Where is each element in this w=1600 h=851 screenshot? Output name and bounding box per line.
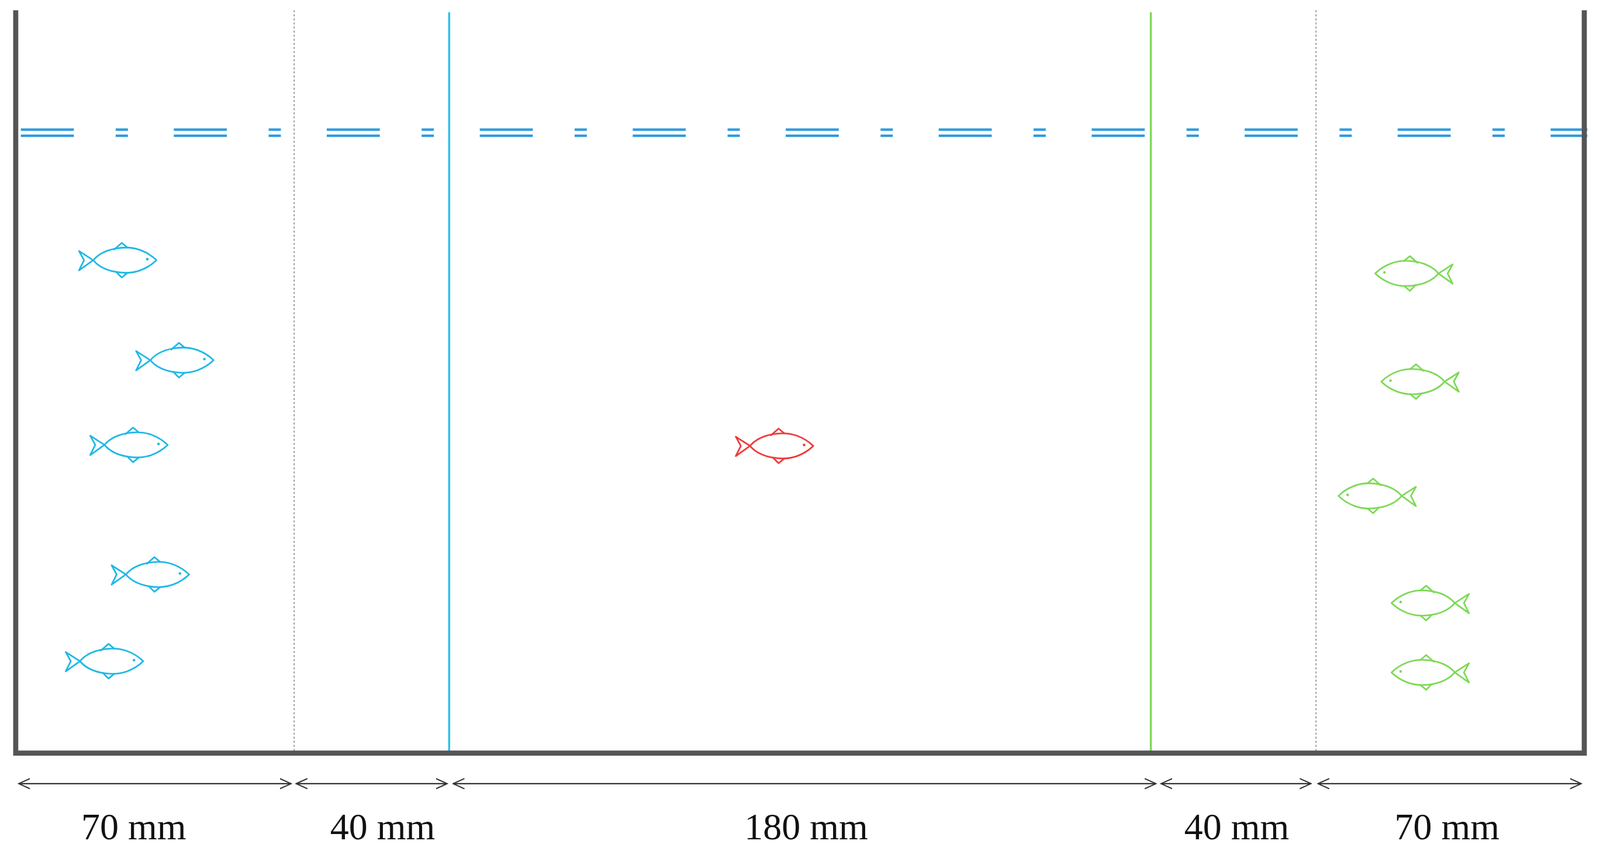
fish [65, 643, 144, 679]
fish [111, 557, 190, 592]
dimension-label: 40 mm [330, 806, 436, 848]
fish [1391, 654, 1470, 690]
fish [1391, 585, 1470, 620]
red-fish-group [735, 428, 814, 463]
tank-wall [15, 9, 1585, 753]
fish [78, 242, 157, 278]
zone-divider [1315, 9, 1317, 753]
fish [735, 428, 814, 463]
zone-divider [293, 9, 295, 753]
water-surface [21, 129, 1588, 136]
green-fish-group [1338, 256, 1470, 690]
dimension-arrow [1160, 782, 1311, 784]
dimension-arrow [18, 782, 292, 784]
dimension-label: 180 mm [744, 806, 869, 848]
blue-partition [448, 12, 451, 753]
blue-fish-group [65, 242, 214, 679]
dimension-label: 40 mm [1184, 806, 1290, 848]
dimension-label: 70 mm [81, 806, 187, 848]
dimension-arrows [18, 782, 1582, 784]
fish [1338, 478, 1417, 513]
fish [136, 342, 214, 378]
water-line [21, 128, 1588, 131]
fish [90, 427, 168, 462]
fish [1381, 364, 1460, 399]
fish [1374, 256, 1453, 291]
dimension-arrow [453, 782, 1156, 784]
green-partition [1149, 12, 1152, 753]
dimension-label: 70 mm [1394, 806, 1500, 848]
water-line [21, 134, 1588, 137]
dimension-arrow [1318, 782, 1582, 784]
dimension-arrow [296, 782, 448, 784]
